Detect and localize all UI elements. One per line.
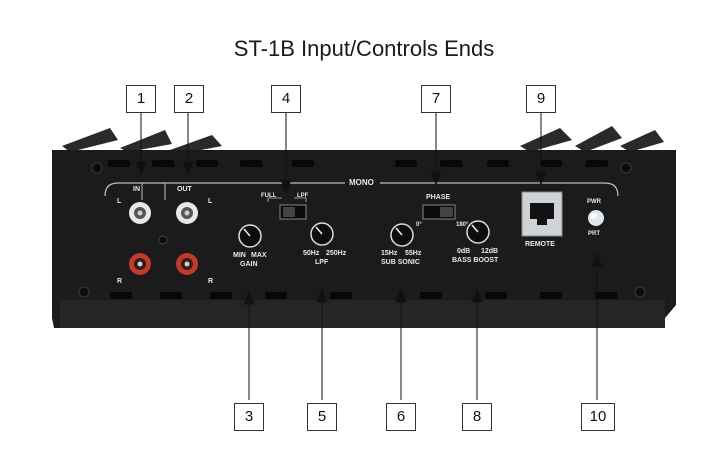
out-right-label: R xyxy=(208,278,214,285)
sub-sonic-label: SUB SONIC xyxy=(381,259,420,266)
heatsink-fins-top xyxy=(62,126,664,154)
phase-0-label: 0° xyxy=(416,222,422,228)
out-label: OUT xyxy=(177,186,192,193)
callout-3: 3 xyxy=(234,403,264,431)
phase-180-label: 180° xyxy=(456,222,469,228)
lpf-high-label: 250Hz xyxy=(326,250,347,257)
in-label: IN xyxy=(133,186,140,193)
leader-lines xyxy=(135,112,603,400)
callout-1: 1 xyxy=(126,85,156,113)
callout-8: 8 xyxy=(462,403,492,431)
lpf-label: LPF xyxy=(315,259,329,266)
lpf-knob[interactable] xyxy=(310,222,334,246)
callout-7: 7 xyxy=(421,85,451,113)
gain-label: GAIN xyxy=(240,261,258,268)
sub-high-label: 55Hz xyxy=(405,250,422,257)
rca-out-right-jack[interactable] xyxy=(176,253,198,275)
phase-switch[interactable] xyxy=(422,204,456,220)
chassis-bottom xyxy=(60,300,665,328)
lpf-switch-label: LPF xyxy=(297,193,309,199)
gain-max-label: MAX xyxy=(251,252,267,259)
panel-outline xyxy=(104,182,619,197)
boost-low-label: 0dB xyxy=(457,248,471,255)
callout-9: 9 xyxy=(526,85,556,113)
corner-screws xyxy=(78,162,646,298)
full-label: FULL xyxy=(261,193,277,199)
rca-in-left-jack[interactable] xyxy=(129,202,151,224)
out-left-label: L xyxy=(208,198,213,205)
vent-slots-bottom xyxy=(110,292,617,299)
sub-low-label: 15Hz xyxy=(381,250,398,257)
lpf-low-label: 50Hz xyxy=(303,250,320,257)
in-left-label: L xyxy=(117,198,122,205)
mono-label: MONO xyxy=(349,178,374,187)
rca-out-left-jack[interactable] xyxy=(176,202,198,224)
gain-min-label: MIN xyxy=(233,252,246,259)
vent-slots-top xyxy=(108,160,608,167)
pwr-label: PWR xyxy=(587,199,601,205)
phase-label: PHASE xyxy=(426,194,451,201)
callout-5: 5 xyxy=(307,403,337,431)
rca-in-right-jack[interactable] xyxy=(129,253,151,275)
ground-screw xyxy=(158,235,168,245)
callout-2: 2 xyxy=(174,85,204,113)
power-led xyxy=(588,210,604,226)
lpf-full-switch[interactable] xyxy=(279,204,307,220)
gain-knob[interactable] xyxy=(238,224,262,248)
prt-label: PRT xyxy=(588,231,600,237)
chassis xyxy=(52,150,676,328)
remote-port[interactable] xyxy=(521,191,563,237)
bass-boost-label: BASS BOOST xyxy=(452,257,499,264)
callout-4: 4 xyxy=(271,85,301,113)
callout-6: 6 xyxy=(386,403,416,431)
diagram-title: ST-1B Input/Controls Ends xyxy=(233,36,495,61)
callout-10: 10 xyxy=(581,403,615,431)
remote-label: REMOTE xyxy=(525,241,555,248)
in-right-label: R xyxy=(117,278,123,285)
sub-sonic-knob[interactable] xyxy=(390,223,414,247)
bass-boost-knob[interactable] xyxy=(466,220,490,244)
boost-high-label: 12dB xyxy=(481,248,499,255)
